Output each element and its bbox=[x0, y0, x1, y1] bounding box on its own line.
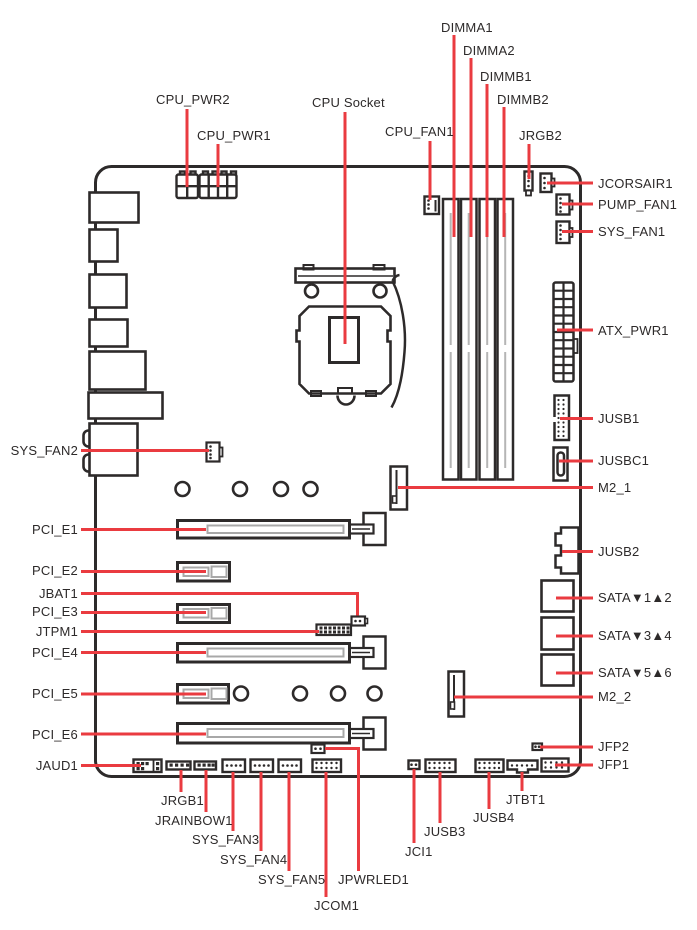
socket-lever bbox=[390, 280, 407, 409]
label-cpu-pwr2: CPU_PWR2 bbox=[156, 92, 230, 107]
atx-pwr1-connector bbox=[552, 281, 579, 383]
label-sys-fan3: SYS_FAN3 bbox=[192, 832, 260, 847]
label-pci-e2: PCI_E2 bbox=[31, 563, 78, 578]
label-sys-fan2: SYS_FAN2 bbox=[10, 443, 78, 458]
label-sata-1-2: SATA▼1▲2 bbox=[598, 590, 672, 605]
label-jrainbow1: JRAINBOW1 bbox=[155, 813, 233, 828]
cpu-fan1-connector bbox=[423, 195, 441, 216]
callout-lines bbox=[81, 35, 593, 897]
label-jtpm1: JTPM1 bbox=[35, 624, 78, 639]
jcom1-connector bbox=[311, 758, 343, 774]
label-pump-fan1: PUMP_FAN1 bbox=[598, 197, 678, 212]
label-jfp2: JFP2 bbox=[598, 739, 630, 754]
label-jtbt1: JTBT1 bbox=[506, 792, 546, 807]
mounting-holes bbox=[174, 480, 383, 702]
right-edge-headers bbox=[540, 394, 580, 687]
jrgb1-connector bbox=[165, 760, 192, 771]
jusb1-notch bbox=[553, 417, 556, 422]
label-cpu-pwr1: CPU_PWR1 bbox=[197, 128, 271, 143]
label-pci-e5: PCI_E5 bbox=[31, 686, 78, 701]
jusb4-connector bbox=[474, 758, 505, 774]
label-cpu-socket: CPU Socket bbox=[312, 95, 385, 110]
label-dimmb2: DIMMB2 bbox=[497, 92, 549, 107]
label-sata-5-6: SATA▼5▲6 bbox=[598, 665, 672, 680]
sata-5-6-connector bbox=[540, 653, 575, 687]
label-sata-3-4: SATA▼3▲4 bbox=[598, 628, 672, 643]
jbat1-connector bbox=[350, 615, 367, 627]
label-pci-e3: PCI_E3 bbox=[31, 604, 78, 619]
label-jci1: JCI1 bbox=[405, 844, 433, 859]
mid-board-header-pins bbox=[209, 445, 541, 750]
label-jusb2: JUSB2 bbox=[598, 544, 640, 559]
label-dimmb1: DIMMB1 bbox=[480, 69, 532, 84]
sata-3-4-connector bbox=[540, 616, 575, 651]
cpu-socket-drawing bbox=[294, 264, 407, 409]
label-jcom1: JCOM1 bbox=[314, 898, 360, 913]
label-sys-fan5: SYS_FAN5 bbox=[258, 872, 326, 887]
label-jcorsair1: JCORSAIR1 bbox=[598, 176, 673, 191]
label-dimma1: DIMMA1 bbox=[441, 20, 493, 35]
label-pci-e6: PCI_E6 bbox=[31, 727, 78, 742]
label-jpwrled1: JPWRLED1 bbox=[338, 872, 409, 887]
label-jbat1: JBAT1 bbox=[38, 586, 78, 601]
jtpm1-connector bbox=[315, 623, 353, 637]
label-pci-e4: PCI_E4 bbox=[31, 645, 78, 660]
mid-board-headers bbox=[205, 441, 544, 755]
label-sys-fan1: SYS_FAN1 bbox=[598, 224, 666, 239]
jusb3-connector bbox=[424, 758, 457, 774]
label-jusb4: JUSB4 bbox=[473, 810, 515, 825]
m2-connectors bbox=[389, 465, 466, 718]
label-pci-e1: PCI_E1 bbox=[31, 522, 78, 537]
label-m2-1: M2_1 bbox=[598, 480, 632, 495]
label-cpu-fan1: CPU_FAN1 bbox=[385, 124, 454, 139]
label-jusb3: JUSB3 bbox=[424, 824, 466, 839]
label-atx-pwr1: ATX_PWR1 bbox=[598, 323, 669, 338]
rear-io-ports bbox=[82, 191, 164, 477]
label-m2-2: M2_2 bbox=[598, 689, 632, 704]
label-jrgb2: JRGB2 bbox=[519, 128, 562, 143]
dimm-slots bbox=[441, 197, 515, 481]
board-outline bbox=[94, 165, 582, 778]
label-dimma2: DIMMA2 bbox=[463, 43, 515, 58]
label-sys-fan4: SYS_FAN4 bbox=[220, 852, 288, 867]
label-jusbc1: JUSBC1 bbox=[598, 453, 650, 468]
bottom-row-header-pins bbox=[136, 761, 564, 771]
jci1-connector bbox=[407, 759, 421, 771]
label-jrgb1: JRGB1 bbox=[161, 793, 204, 808]
jpwrled1-connector bbox=[310, 743, 326, 755]
label-jaud1: JAUD1 bbox=[35, 758, 78, 773]
label-jfp1: JFP1 bbox=[598, 757, 630, 772]
label-jusb1: JUSB1 bbox=[598, 411, 640, 426]
top-right-header-pins bbox=[427, 174, 562, 241]
sata-1-2-connector bbox=[540, 579, 575, 613]
